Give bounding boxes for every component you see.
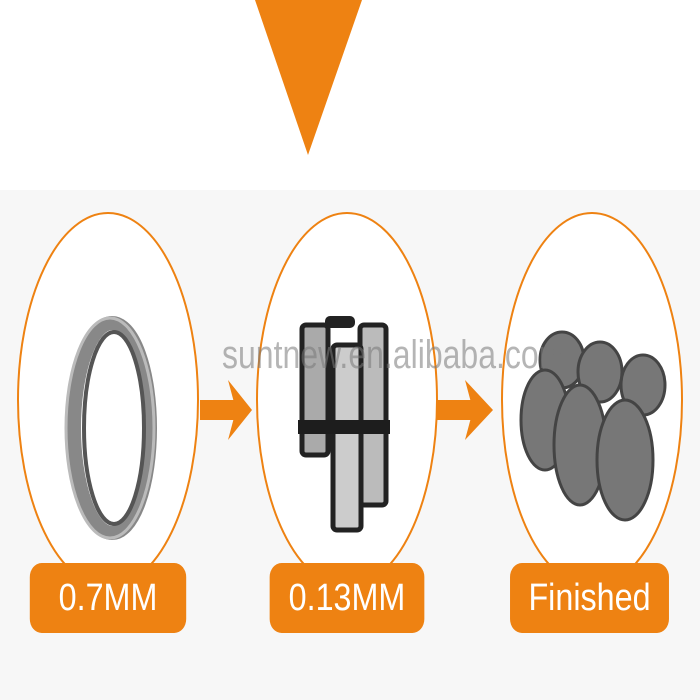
step-label-2: 0.13MM <box>269 563 425 633</box>
wire-coil-image <box>64 316 157 540</box>
step-label-3: Finished <box>510 563 669 633</box>
watermark: suntnew.en.alibaba.com <box>222 333 566 377</box>
wire-spools-image <box>298 316 390 533</box>
steel-scrubbers-image <box>519 330 667 522</box>
down-arrow-icon <box>255 0 362 155</box>
right-arrow-icon <box>200 380 252 440</box>
step-label-1: 0.7MM <box>29 563 187 633</box>
right-arrow-icon <box>437 380 493 440</box>
